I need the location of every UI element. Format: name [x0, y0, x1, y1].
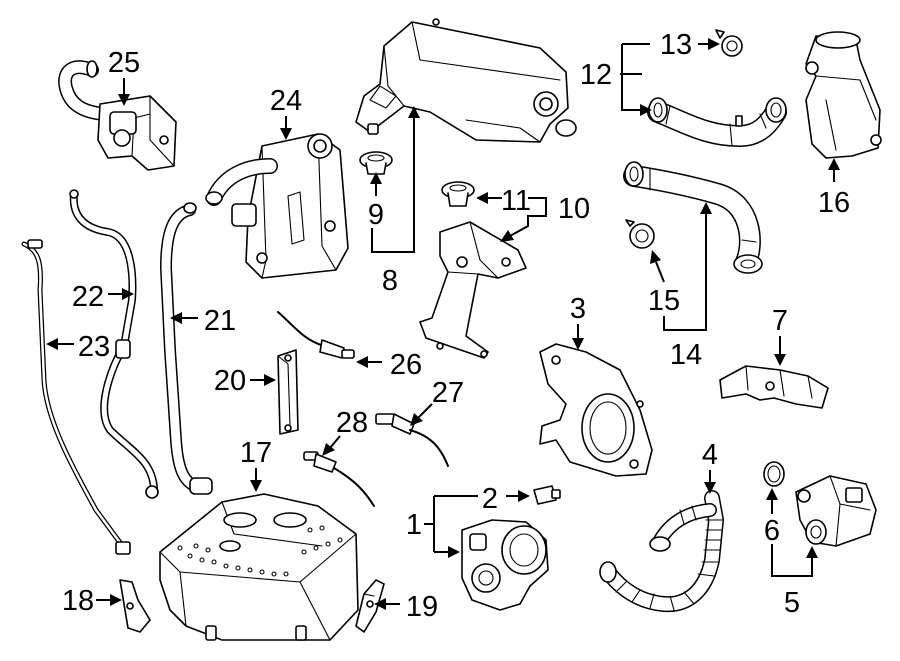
part-27-sensor — [375, 413, 449, 467]
callout-24: 24 — [270, 85, 302, 117]
part-18-clip — [119, 579, 151, 633]
part-19-bracket — [355, 579, 385, 633]
part-10-bracket — [419, 221, 527, 359]
leader-lines — [46, 38, 840, 610]
callout-23: 23 — [78, 331, 110, 363]
callout-1: 1 — [406, 509, 422, 541]
callout-3: 3 — [570, 293, 586, 325]
callout-14: 14 — [670, 339, 702, 371]
part-17-canister — [159, 493, 359, 641]
part-5-valve — [795, 475, 877, 547]
callout-6: 6 — [764, 515, 780, 547]
part-26-sensor — [277, 311, 355, 359]
part-12-hose — [647, 97, 787, 147]
callout-22: 22 — [72, 281, 104, 313]
part-2-sensor — [533, 485, 561, 505]
callout-13: 13 — [660, 29, 692, 61]
part-23-line — [21, 239, 131, 555]
callout-12: 12 — [580, 59, 612, 91]
callout-21: 21 — [204, 305, 236, 337]
part-16-air-housing — [805, 31, 882, 159]
part-28-sensor — [303, 451, 375, 507]
callout-5: 5 — [784, 587, 800, 619]
part-25-vent-valve — [58, 60, 177, 171]
part-24-purge-valve — [205, 133, 349, 279]
part-3-shield — [539, 343, 653, 477]
callout-11: 11 — [501, 185, 531, 217]
callout-numbers: 25 24 9 8 11 10 12 13 16 15 14 7 3 20 26… — [62, 29, 850, 623]
part-4-hose — [599, 490, 724, 613]
callout-9: 9 — [368, 199, 384, 231]
callout-2: 2 — [482, 483, 498, 515]
callout-4: 4 — [702, 439, 718, 471]
callout-18: 18 — [62, 585, 94, 617]
part-14-hose — [623, 161, 763, 274]
part-20-bracket — [277, 349, 299, 435]
callout-10: 10 — [558, 193, 590, 225]
callout-16: 16 — [818, 187, 850, 219]
callout-8: 8 — [382, 265, 398, 297]
part-15-clamp — [625, 219, 655, 249]
callout-27: 27 — [432, 377, 464, 409]
part-22-hose — [69, 189, 159, 499]
part-13-clamp — [715, 29, 743, 57]
callout-26: 26 — [390, 349, 422, 381]
callout-25: 25 — [108, 47, 140, 79]
callout-17: 17 — [240, 437, 272, 469]
part-8-reservoir — [355, 18, 577, 143]
callout-7: 7 — [772, 305, 788, 337]
part-6-o-ring — [763, 461, 785, 487]
part-9-grommet — [359, 151, 393, 175]
part-11-grommet — [441, 181, 475, 207]
callout-15: 15 — [648, 285, 680, 317]
part-7-bracket — [719, 365, 829, 409]
part-21-hose — [160, 202, 213, 495]
callout-19: 19 — [406, 591, 438, 623]
callout-20: 20 — [214, 365, 246, 397]
part-1-pump — [461, 519, 549, 611]
callout-28: 28 — [336, 407, 368, 439]
